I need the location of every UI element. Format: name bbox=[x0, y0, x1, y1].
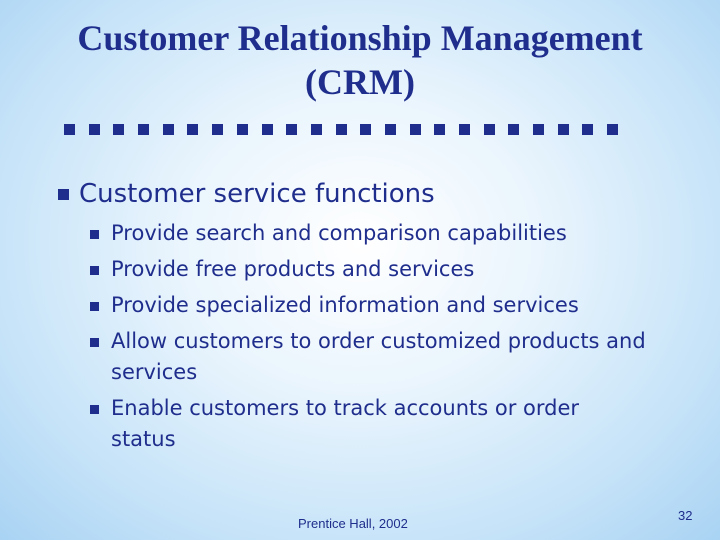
page-number: 32 bbox=[678, 508, 693, 523]
divider-square bbox=[582, 124, 594, 135]
divider-square bbox=[607, 124, 619, 135]
sub-bullet-text: Provide search and comparison capabiliti… bbox=[111, 221, 567, 245]
divider-square bbox=[88, 124, 100, 135]
square-bullet-icon bbox=[90, 302, 99, 311]
divider-square bbox=[113, 124, 125, 135]
sub-bullet-list: Provide search and comparison capabiliti… bbox=[90, 218, 650, 460]
divider-square bbox=[212, 124, 224, 135]
square-bullet-icon bbox=[90, 266, 99, 275]
divider-square bbox=[64, 124, 75, 135]
divider-square bbox=[310, 124, 322, 135]
decorative-square-divider bbox=[64, 124, 619, 135]
divider-square bbox=[286, 124, 298, 135]
divider-square bbox=[483, 124, 495, 135]
divider-square bbox=[360, 124, 372, 135]
divider-square bbox=[384, 124, 396, 135]
sub-bullet-item: Provide search and comparison capabiliti… bbox=[90, 218, 650, 249]
sub-bullet-item: Enable customers to track accounts or or… bbox=[90, 393, 650, 455]
sub-bullet-text: Allow customers to order customized prod… bbox=[111, 329, 646, 384]
divider-square bbox=[508, 124, 520, 135]
sub-bullet-text: Provide specialized information and serv… bbox=[111, 293, 579, 317]
divider-square bbox=[261, 124, 273, 135]
slide-title-line-1: Customer Relationship Management bbox=[77, 18, 643, 58]
slide-title-line-2: (CRM) bbox=[305, 62, 415, 102]
sub-bullet-text: Enable customers to track accounts or or… bbox=[111, 396, 580, 451]
sub-bullet-item: Provide free products and services bbox=[90, 254, 650, 285]
square-bullet-icon bbox=[90, 230, 99, 239]
divider-square bbox=[533, 124, 545, 135]
divider-square bbox=[138, 124, 150, 135]
divider-square bbox=[162, 124, 174, 135]
square-bullet-icon bbox=[90, 405, 99, 414]
sub-bullet-item: Provide specialized information and serv… bbox=[90, 290, 650, 321]
divider-square bbox=[557, 124, 569, 135]
divider-square bbox=[236, 124, 248, 135]
sub-bullet-item: Allow customers to order customized prod… bbox=[90, 326, 650, 388]
divider-square bbox=[335, 124, 347, 135]
divider-square bbox=[434, 124, 446, 135]
divider-square bbox=[187, 124, 199, 135]
main-bullet-text: Customer service functions bbox=[79, 179, 435, 209]
square-bullet-icon bbox=[90, 338, 99, 347]
main-bullet: Customer service functions bbox=[58, 176, 435, 212]
divider-square bbox=[459, 124, 470, 135]
square-bullet-icon bbox=[58, 189, 69, 200]
footer-text: Prentice Hall, 2002 bbox=[298, 516, 408, 531]
divider-square bbox=[409, 124, 421, 135]
slide-title: Customer Relationship Management (CRM) bbox=[0, 16, 720, 104]
sub-bullet-text: Provide free products and services bbox=[111, 257, 475, 281]
